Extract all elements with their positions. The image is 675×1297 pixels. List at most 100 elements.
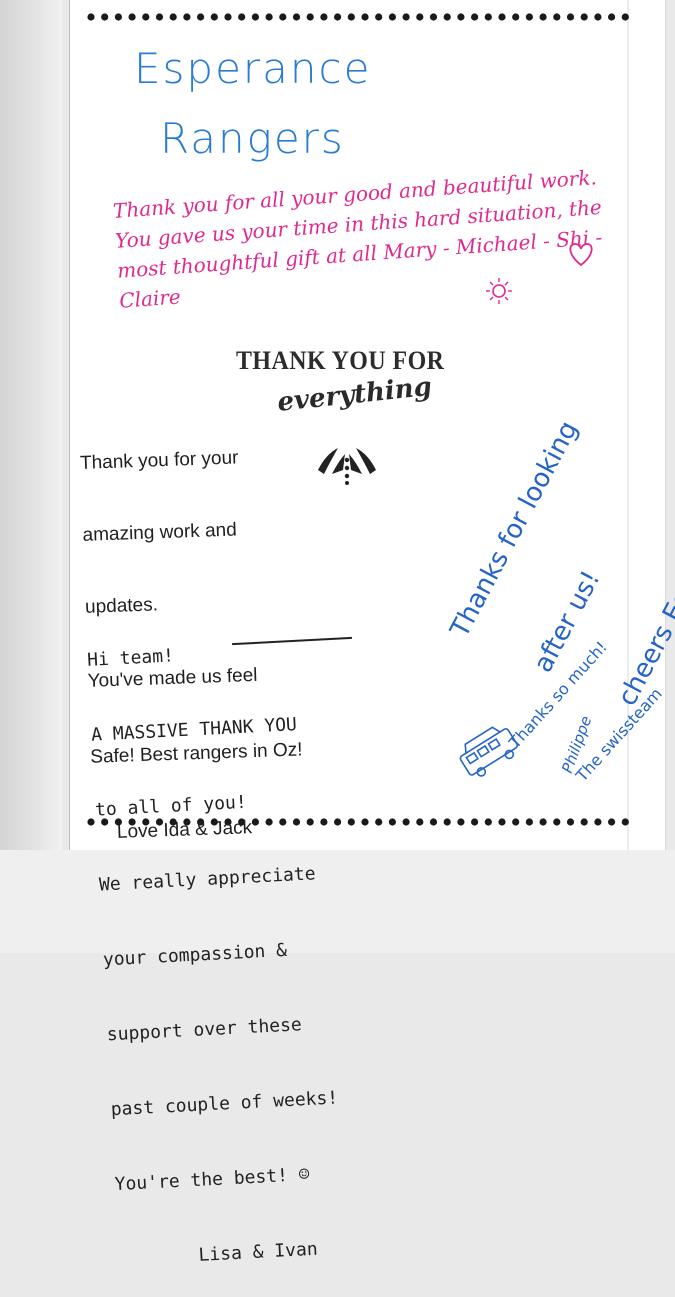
border-dot bbox=[87, 13, 95, 21]
thank-you-card bbox=[70, 0, 665, 850]
note-line: amazing work and bbox=[82, 519, 238, 546]
border-dot bbox=[608, 13, 616, 21]
border-dot bbox=[210, 818, 218, 826]
border-dot bbox=[416, 13, 424, 21]
border-dot bbox=[114, 13, 122, 21]
note-line: to all of you! bbox=[94, 791, 248, 821]
border-dot bbox=[457, 13, 465, 21]
border-dot bbox=[155, 818, 164, 826]
border-dot bbox=[361, 13, 369, 21]
border-dot bbox=[402, 818, 410, 826]
border-dot bbox=[169, 818, 177, 826]
border-dot bbox=[429, 13, 438, 21]
border-dot bbox=[183, 818, 191, 826]
border-dot bbox=[375, 13, 383, 21]
border-dot bbox=[580, 13, 588, 21]
decorative-rays-motif-icon bbox=[318, 448, 376, 485]
border-dot bbox=[566, 818, 575, 826]
border-dot bbox=[224, 13, 232, 21]
border-dot bbox=[279, 818, 287, 826]
scan-background-left bbox=[0, 0, 62, 953]
border-dot bbox=[443, 818, 451, 826]
border-dot bbox=[251, 818, 259, 826]
border-dot bbox=[292, 818, 301, 826]
border-dot bbox=[471, 818, 479, 826]
border-dot bbox=[128, 13, 136, 21]
border-dot bbox=[443, 13, 451, 21]
border-dot bbox=[87, 818, 95, 826]
border-dot bbox=[608, 818, 616, 826]
dot-border-icon bbox=[87, 13, 629, 21]
bottom-dot-border bbox=[86, 817, 631, 827]
border-dot bbox=[292, 13, 301, 21]
border-dot bbox=[361, 818, 369, 826]
border-dot bbox=[594, 13, 602, 21]
border-dot bbox=[238, 13, 246, 21]
border-dot bbox=[320, 818, 328, 826]
border-dot bbox=[306, 13, 314, 21]
border-dot bbox=[101, 818, 109, 826]
border-dot bbox=[566, 13, 575, 21]
border-dot bbox=[457, 818, 465, 826]
border-dot bbox=[347, 818, 355, 826]
border-dot bbox=[416, 818, 424, 826]
border-dot bbox=[484, 818, 492, 826]
card-fold-edge bbox=[627, 0, 629, 850]
border-dot bbox=[142, 13, 150, 21]
border-dot bbox=[553, 13, 561, 21]
border-dot bbox=[621, 818, 629, 826]
scan-background-bottom bbox=[0, 850, 675, 953]
heart-doodle-icon bbox=[569, 243, 593, 267]
border-dot bbox=[525, 818, 533, 826]
title-rangers: Rangers bbox=[160, 114, 345, 163]
border-dot bbox=[320, 13, 328, 21]
dot-border-icon bbox=[87, 818, 629, 826]
border-dot bbox=[402, 13, 410, 21]
border-dot bbox=[265, 13, 273, 21]
border-dot bbox=[621, 13, 629, 21]
border-dot bbox=[553, 818, 561, 826]
border-dot bbox=[471, 13, 479, 21]
border-dot bbox=[347, 13, 355, 21]
border-dot bbox=[525, 13, 533, 21]
border-dot bbox=[512, 13, 520, 21]
border-dot bbox=[429, 818, 438, 826]
border-dot bbox=[183, 13, 191, 21]
border-dot bbox=[197, 818, 205, 826]
border-dot bbox=[334, 818, 342, 826]
note-line: We really appreciate bbox=[98, 863, 317, 896]
border-dot bbox=[388, 13, 396, 21]
note-line: Thank you for your bbox=[79, 447, 239, 474]
border-dot bbox=[539, 13, 547, 21]
border-dot bbox=[580, 818, 588, 826]
border-dot bbox=[114, 818, 122, 826]
border-dot bbox=[128, 818, 136, 826]
border-dot bbox=[265, 818, 273, 826]
border-dot bbox=[101, 13, 109, 21]
sun-doodle-icon bbox=[486, 278, 512, 304]
border-dot bbox=[375, 818, 383, 826]
border-dot bbox=[197, 13, 205, 21]
border-dot bbox=[155, 13, 164, 21]
border-dot bbox=[251, 13, 259, 21]
campervan-doodle-icon bbox=[459, 726, 519, 777]
note-line: A MASSIVE THANK YOU bbox=[90, 714, 298, 746]
border-dot bbox=[512, 818, 520, 826]
border-dot bbox=[594, 818, 602, 826]
top-dot-border bbox=[86, 12, 631, 22]
border-dot bbox=[539, 818, 547, 826]
border-dot bbox=[388, 818, 396, 826]
border-dot bbox=[498, 818, 506, 826]
title-esperance: Esperance bbox=[134, 44, 372, 93]
note-line: support over these bbox=[106, 1014, 303, 1046]
border-dot bbox=[142, 818, 150, 826]
border-dot bbox=[484, 13, 492, 21]
border-dot bbox=[279, 13, 287, 21]
printed-heading: THANK YOU FOR bbox=[236, 346, 445, 375]
border-dot bbox=[306, 818, 314, 826]
border-dot bbox=[224, 818, 232, 826]
border-dot bbox=[334, 13, 342, 21]
border-dot bbox=[210, 13, 218, 21]
note-line: your compassion & bbox=[102, 939, 288, 971]
note-lisa-ivan: Hi team! A MASSIVE THANK YOU to all of y… bbox=[84, 586, 348, 1297]
